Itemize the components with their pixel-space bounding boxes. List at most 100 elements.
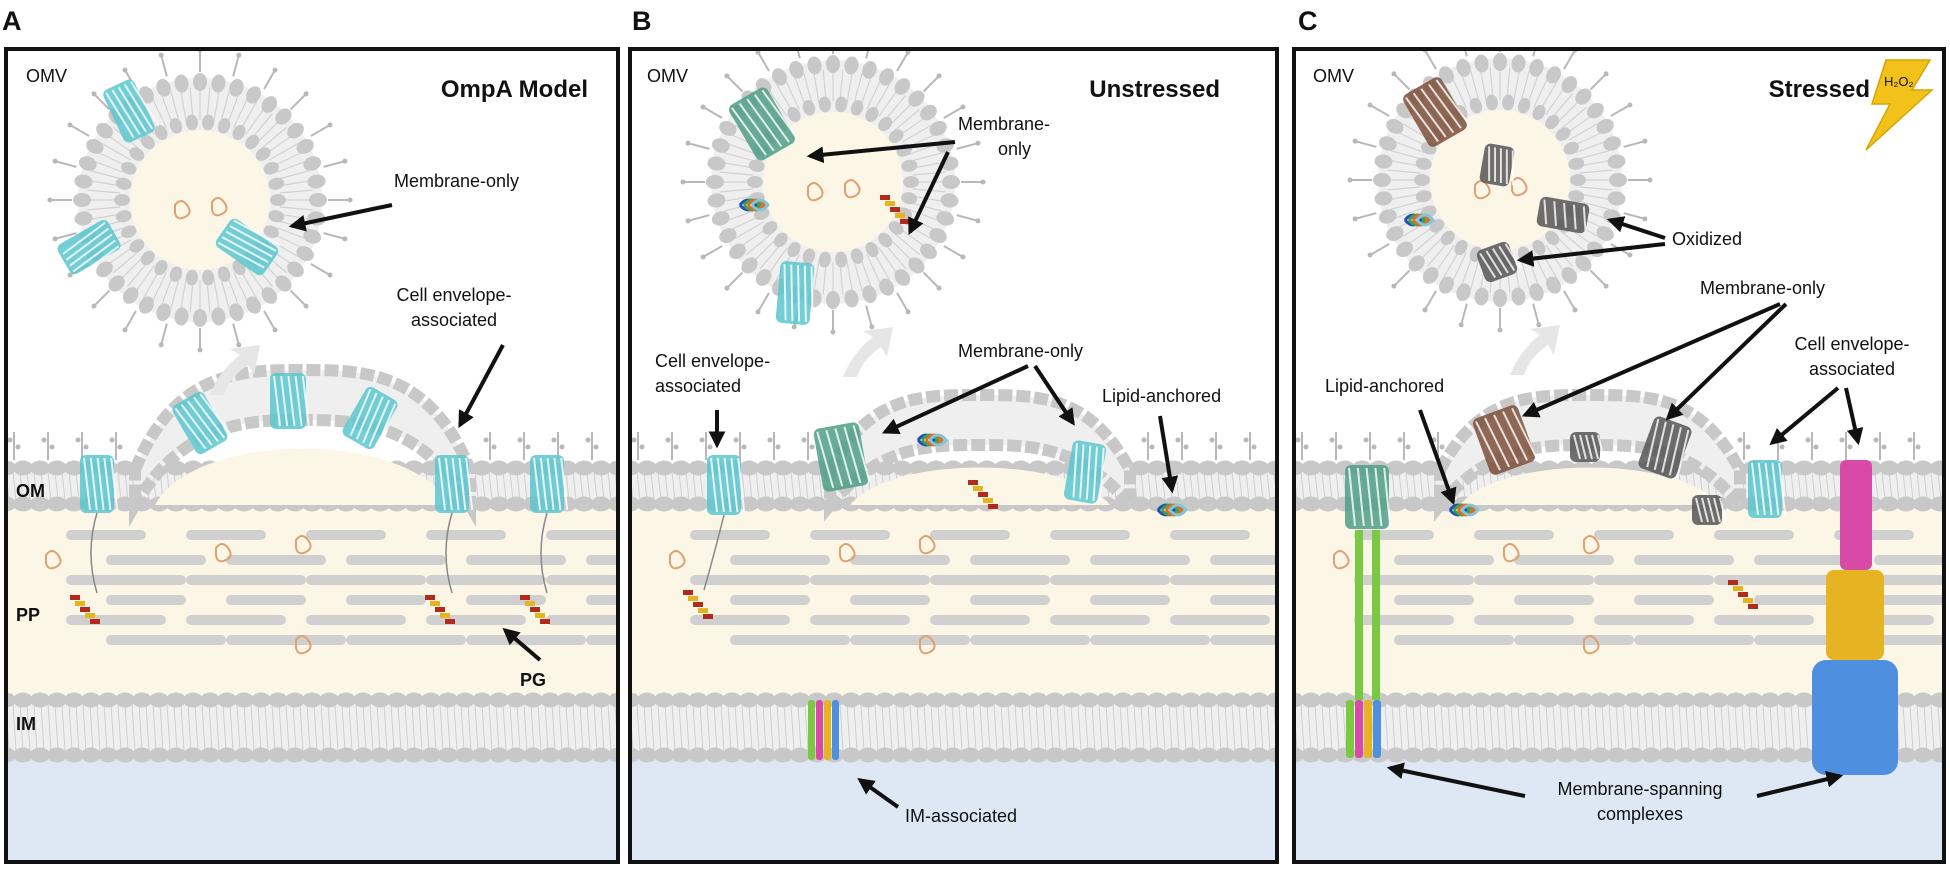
- beta-barrel: [1403, 77, 1470, 147]
- omv-inner-head: [773, 232, 788, 248]
- alpha-helix-segment: [530, 607, 540, 612]
- lipid-tail: [748, 703, 753, 752]
- omv-inner-head: [878, 116, 893, 132]
- omv-lipid-tail: [260, 126, 287, 150]
- lipid-tail: [1419, 703, 1424, 752]
- lipid-tail: [790, 471, 795, 501]
- lipid-tail: [972, 703, 977, 752]
- lipid-tail: [299, 703, 304, 752]
- lipid-head: [1045, 692, 1065, 708]
- omv-lipid-tail: [1451, 252, 1467, 283]
- lipid-tail: [1748, 703, 1753, 752]
- peptidoglycan-strand: [346, 555, 446, 565]
- lipid-head: [489, 692, 509, 708]
- beta-strand: [1757, 462, 1766, 516]
- omv-outer-head: [74, 211, 93, 226]
- lipid-head: [608, 460, 618, 476]
- beta-strand: [737, 457, 746, 513]
- lipoprotein-fold: [1460, 503, 1480, 517]
- peptidoglycan-strand: [1514, 635, 1634, 645]
- beta-strand: [1499, 148, 1502, 183]
- lipid-tail: [1643, 703, 1648, 752]
- lps-sugar: [707, 444, 713, 450]
- lipid-tail: [1783, 471, 1788, 501]
- lipid-head: [1760, 692, 1780, 708]
- omv-lps: [1532, 303, 1540, 326]
- omv-lipid-tail: [859, 256, 873, 289]
- lipid-tail: [369, 703, 374, 752]
- lipid-tail: [797, 703, 802, 752]
- omv-lipid-tail: [1577, 200, 1610, 210]
- lipid-head: [1164, 692, 1184, 708]
- lipid-head: [591, 460, 611, 476]
- lps-sugar: [809, 444, 815, 450]
- lps-sugar: [1363, 437, 1369, 443]
- lipid-tail: [593, 471, 598, 501]
- beta-strand: [825, 429, 844, 487]
- lipid-tail: [1307, 471, 1312, 501]
- lipid-head: [472, 747, 492, 763]
- lipid-head: [1811, 460, 1831, 476]
- omv-inner-head: [1415, 157, 1432, 170]
- alpha-helix-segment: [900, 219, 910, 224]
- omv-cargo-protein: [844, 179, 861, 199]
- lipid-head: [1522, 692, 1542, 708]
- lipid-head: [1505, 747, 1525, 763]
- omv-outer-head: [1378, 136, 1397, 151]
- lipid-head: [994, 692, 1014, 708]
- lipid-head: [608, 692, 618, 708]
- lipid-tail: [68, 471, 73, 501]
- lipid-tail: [1133, 703, 1138, 752]
- lipid-tail: [1769, 703, 1774, 752]
- lipid-tail: [96, 703, 101, 752]
- arrow-membrane-only-top-b-1: [806, 140, 956, 164]
- lipid-head: [630, 747, 640, 763]
- lps-sugar: [631, 437, 637, 443]
- lipoprotein-fold: [1411, 213, 1431, 227]
- arrow-im-associated-b: [857, 778, 900, 809]
- lipid-head: [302, 692, 322, 708]
- omv-lps: [726, 271, 744, 289]
- beta-barrel: [775, 261, 815, 325]
- lipid-tail: [902, 703, 907, 752]
- beta-strand: [1348, 467, 1356, 527]
- lipid-tail: [839, 703, 844, 752]
- lipid-head: [98, 747, 118, 763]
- lipid-tail: [1797, 703, 1802, 752]
- lipid-head: [637, 747, 657, 763]
- lipid-head: [1913, 747, 1933, 763]
- lipid-head: [1318, 460, 1338, 476]
- alpha-helix-segment: [525, 601, 535, 606]
- lipid-head: [841, 692, 861, 708]
- peptidoglycan-strand: [1514, 555, 1614, 565]
- lipid-tail: [1559, 703, 1564, 752]
- omv-inner-head: [865, 106, 879, 122]
- lipid-head: [557, 747, 577, 763]
- lipid-head: [13, 747, 33, 763]
- peptidoglycan-strand: [1754, 595, 1834, 605]
- omv-outer-head: [929, 228, 947, 244]
- beta-barrel-body: [57, 219, 121, 275]
- panel-letter-b: B: [632, 6, 652, 36]
- layer-label-im: IM: [16, 714, 36, 734]
- beta-strand: [1479, 252, 1497, 279]
- omv-outer-head: [771, 68, 787, 86]
- lipid-tail: [1916, 703, 1921, 752]
- lipid-head: [1386, 496, 1406, 512]
- omv-outer-head: [1529, 58, 1544, 77]
- im-complex-helix: [808, 700, 815, 760]
- peptidoglycan-strand: [1874, 555, 1944, 565]
- lipid-tail: [1098, 703, 1103, 752]
- lipid-head: [1743, 747, 1763, 763]
- omv-inner-head: [129, 239, 145, 253]
- lipid-tail: [1210, 703, 1215, 752]
- lipid-tail: [1874, 471, 1879, 501]
- lipid-head: [756, 496, 776, 512]
- omv-lps: [896, 292, 909, 313]
- lipid-tail: [1699, 703, 1704, 752]
- omv-lps-sugar: [791, 324, 797, 330]
- omv-lipid-tail: [134, 265, 155, 293]
- beta-strand: [1498, 245, 1516, 272]
- lipid-tail: [1790, 471, 1795, 501]
- omv-lps: [1354, 212, 1377, 220]
